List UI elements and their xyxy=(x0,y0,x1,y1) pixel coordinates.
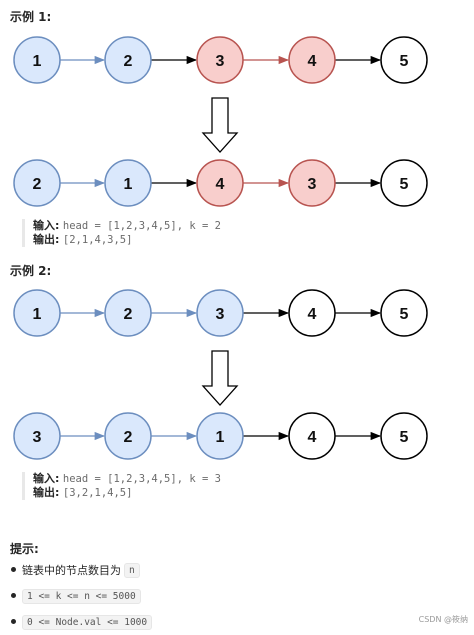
list-node xyxy=(196,412,244,460)
list-node xyxy=(13,289,61,337)
hint-code: n xyxy=(124,562,140,578)
node-value: 5 xyxy=(400,306,409,323)
node-value: 4 xyxy=(308,53,317,70)
hint-code: 0 <= Node.val <= 1000 xyxy=(22,614,153,630)
node-value: 5 xyxy=(400,429,409,446)
node-value: 3 xyxy=(216,306,225,323)
hint-text: 链表中的节点数目为 xyxy=(22,564,121,577)
node-value: 4 xyxy=(216,176,225,193)
example1-before-list: 1 2 3 4 5 xyxy=(13,36,428,84)
output-value: [3,2,1,4,5] xyxy=(62,487,133,499)
list-node xyxy=(288,412,336,460)
node-value: 3 xyxy=(216,53,225,70)
output-label: 输出: xyxy=(33,233,60,246)
list-node xyxy=(288,289,336,337)
node-value: 3 xyxy=(308,176,317,193)
node-value: 1 xyxy=(33,306,42,323)
input-label: 输入: xyxy=(33,219,60,232)
bullet-icon xyxy=(11,619,16,624)
watermark: CSDN @筱纳 xyxy=(418,615,468,624)
list-node xyxy=(13,412,61,460)
hint-item: 0 <= Node.val <= 1000 xyxy=(8,609,153,635)
node-value: 2 xyxy=(124,429,133,446)
example2-heading: 示例 2: xyxy=(10,264,52,278)
example2-before-list: 1 2 3 4 5 xyxy=(13,289,428,337)
transform-down-arrow-1 xyxy=(201,97,239,153)
hints-heading: 提示: xyxy=(10,542,39,556)
output-value: [2,1,4,3,5] xyxy=(62,234,133,246)
node-value: 2 xyxy=(124,306,133,323)
list-node xyxy=(104,289,152,337)
list-node xyxy=(380,159,428,207)
list-node xyxy=(104,412,152,460)
example2-io: 输入: head = [1,2,3,4,5], k = 3 输出: [3,2,1… xyxy=(22,472,263,500)
list-node xyxy=(380,412,428,460)
node-value: 1 xyxy=(33,53,42,70)
hint-item: 1 <= k <= n <= 5000 xyxy=(8,583,152,609)
example1-after-list: 2 1 4 3 5 xyxy=(13,159,428,207)
input-value: head = [1,2,3,4,5], k = 3 xyxy=(62,473,221,485)
list-node xyxy=(380,289,428,337)
list-node xyxy=(288,36,336,84)
example2-after-list: 3 2 1 4 5 xyxy=(13,412,428,460)
node-value: 2 xyxy=(124,53,133,70)
bullet-icon xyxy=(11,593,16,598)
node-value: 1 xyxy=(216,429,225,446)
output-label: 输出: xyxy=(33,486,60,499)
node-value: 5 xyxy=(400,176,409,193)
list-node xyxy=(380,36,428,84)
bullet-icon xyxy=(11,567,16,572)
list-node xyxy=(104,159,152,207)
hint-item: 链表中的节点数目为 n xyxy=(8,557,152,583)
list-node xyxy=(196,289,244,337)
transform-down-arrow-2 xyxy=(201,350,239,406)
input-value: head = [1,2,3,4,5], k = 2 xyxy=(62,220,221,232)
hints-list: 链表中的节点数目为 n 1 <= k <= n <= 5000 0 <= Nod… xyxy=(8,557,153,635)
node-value: 4 xyxy=(308,306,317,323)
list-node xyxy=(288,159,336,207)
input-label: 输入: xyxy=(33,472,60,485)
example1-io: 输入: head = [1,2,3,4,5], k = 2 输出: [2,1,4… xyxy=(22,219,263,247)
node-value: 5 xyxy=(400,53,409,70)
node-value: 1 xyxy=(124,176,133,193)
node-value: 4 xyxy=(308,429,317,446)
node-value: 3 xyxy=(33,429,42,446)
hint-code: 1 <= k <= n <= 5000 xyxy=(22,588,141,604)
list-node xyxy=(104,36,152,84)
list-node xyxy=(13,159,61,207)
list-node xyxy=(196,159,244,207)
list-node xyxy=(196,36,244,84)
node-value: 2 xyxy=(33,176,42,193)
list-node xyxy=(13,36,61,84)
example1-heading: 示例 1: xyxy=(10,10,52,24)
